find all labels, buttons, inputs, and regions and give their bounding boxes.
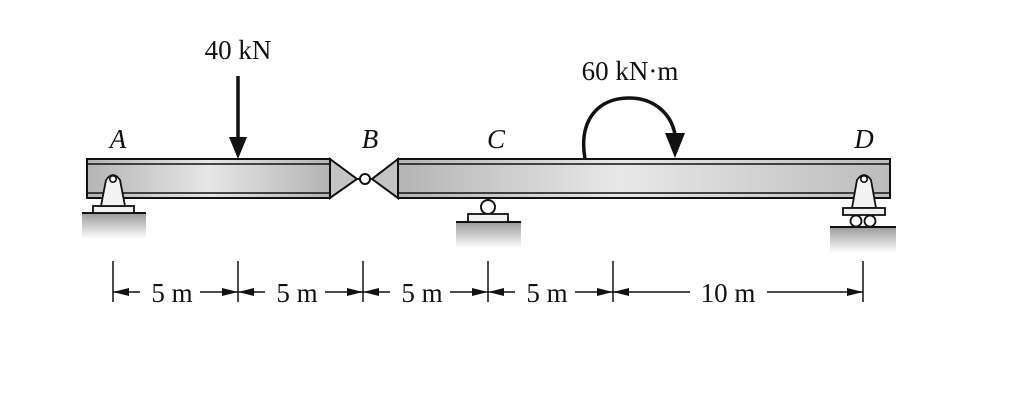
dimension-label-bc: 5 m [401,278,442,308]
roller-pin-support-d [842,174,886,228]
point-label-a: A [108,124,127,154]
roller-support-c [467,199,509,223]
dimension-label-ab2: 5 m [276,278,317,308]
point-label-b: B [362,124,379,154]
point-load-arrow [229,76,247,159]
dimension-label-moment-d: 10 m [701,278,756,308]
beam-segment-ab [86,157,359,200]
beam-segment-bd [370,156,891,200]
couple-moment-label: 60 kN·m [582,56,679,86]
dimension-label-c-moment: 5 m [526,278,567,308]
ground-c [456,221,521,248]
hinge-b [357,173,373,185]
ground-d [830,226,896,253]
point-label-c: C [487,124,506,154]
point-label-d: D [853,124,874,154]
dimension-label-ab1: 5 m [151,278,192,308]
couple-moment-arrow [582,96,685,160]
point-load-label: 40 kN [205,35,272,65]
pin-support-a [92,174,135,214]
ground-a [82,212,146,239]
